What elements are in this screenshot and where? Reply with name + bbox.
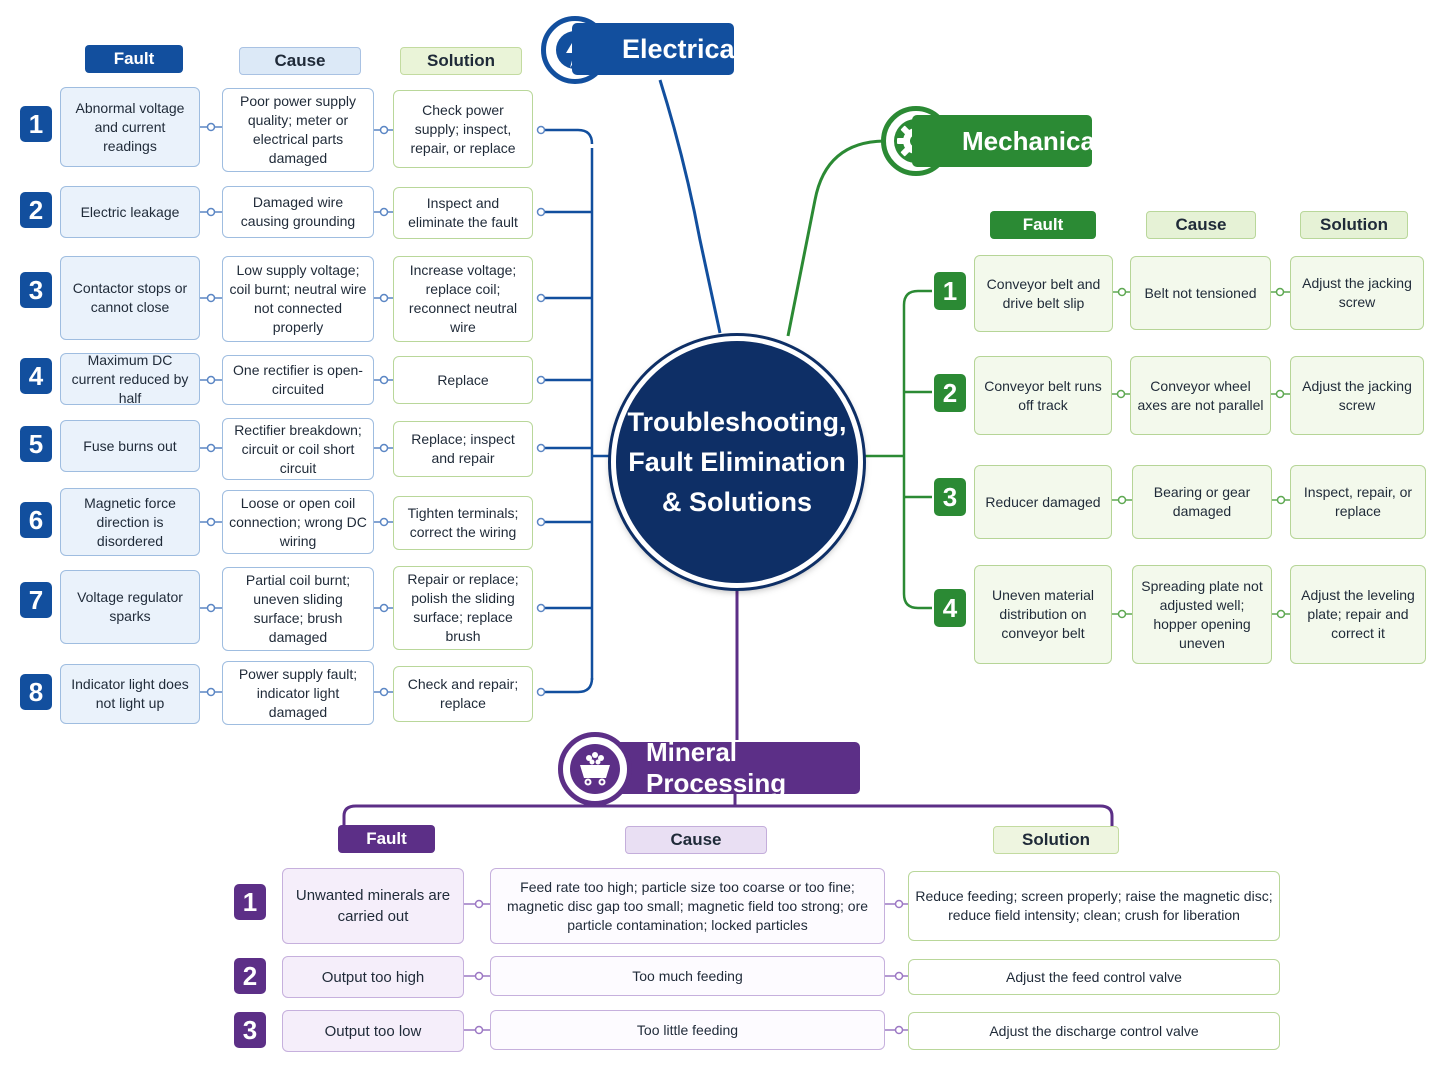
electrical-fault: Electric leakage (60, 186, 200, 238)
mineral-row-number: 1 (234, 884, 266, 920)
mine-cart-icon (570, 744, 620, 794)
mechanical-header-cause: Cause (1146, 211, 1256, 239)
mineral-cause: Feed rate too high; particle size too co… (490, 868, 885, 944)
mineral-fault: Output too low (282, 1010, 464, 1052)
electrical-row-number: 2 (20, 192, 52, 228)
electrical-solution: Check power supply; inspect, repair, or … (393, 90, 533, 168)
electrical-cause: Poor power supply quality; meter or elec… (222, 88, 374, 172)
mechanical-title: Mechanical (912, 115, 1102, 167)
mechanical-solution: Adjust the jacking screw (1290, 256, 1424, 330)
mechanical-cause: Belt not tensioned (1130, 256, 1271, 330)
electrical-cause: Low supply voltage; coil burnt; neutral … (222, 256, 374, 342)
mechanical-solution: Inspect, repair, or replace (1290, 465, 1426, 539)
mechanical-row-number: 4 (934, 589, 966, 627)
mechanical-fault: Conveyor belt runs off track (974, 356, 1112, 435)
electrical-fault: Abnormal voltage and current readings (60, 87, 200, 167)
electrical-solution: Repair or replace; polish the sliding su… (393, 566, 533, 650)
electrical-cause: Loose or open coil connection; wrong DC … (222, 490, 374, 554)
mineral-row-number: 3 (234, 1012, 266, 1048)
electrical-row-number: 6 (20, 502, 52, 538)
mineral-processing-title: Mineral Processing (590, 737, 860, 798)
mineral-processing-badge (558, 732, 632, 806)
electrical-header-cause: Cause (239, 47, 361, 75)
mechanical-row-number: 1 (934, 272, 966, 310)
mechanical-header-solution: Solution (1300, 211, 1408, 239)
mechanical-fault: Conveyor belt and drive belt slip (974, 255, 1113, 332)
mechanical-cause: Spreading plate not adjusted well; hoppe… (1132, 565, 1272, 664)
electrical-title: Electrical (572, 23, 742, 75)
electrical-cause: Rectifier breakdown; circuit or coil sho… (222, 418, 374, 480)
mineral-header-fault: Fault (338, 825, 435, 853)
electrical-solution: Replace; inspect and repair (393, 421, 533, 477)
electrical-cause: Partial coil burnt; uneven sliding surfa… (222, 567, 374, 651)
electrical-fault: Indicator light does not light up (60, 664, 200, 724)
electrical-row-number: 1 (20, 106, 52, 142)
electrical-row-number: 3 (20, 272, 52, 308)
center-topic: Troubleshooting, Fault Elimination & Sol… (611, 336, 863, 588)
mineral-header-cause: Cause (625, 826, 767, 854)
mineral-row-number: 2 (234, 958, 266, 994)
mechanical-header-fault: Fault (990, 211, 1096, 239)
mineral-cause: Too little feeding (490, 1010, 885, 1050)
mineral-fault: Output too high (282, 956, 464, 998)
mineral-solution: Adjust the discharge control valve (908, 1012, 1280, 1050)
electrical-solution: Replace (393, 356, 533, 404)
electrical-row-number: 7 (20, 582, 52, 618)
mineral-cause: Too much feeding (490, 956, 885, 996)
electrical-fault: Contactor stops or cannot close (60, 256, 200, 340)
electrical-header-fault: Fault (85, 45, 183, 73)
mechanical-fault: Uneven material distribution on conveyor… (974, 565, 1112, 664)
mechanical-row-number: 2 (934, 374, 966, 412)
electrical-fault: Voltage regulator sparks (60, 570, 200, 644)
electrical-cause: Damaged wire causing grounding (222, 186, 374, 238)
electrical-solution: Inspect and eliminate the fault (393, 187, 533, 239)
electrical-solution: Tighten terminals; correct the wiring (393, 496, 533, 550)
mechanical-solution: Adjust the jacking screw (1290, 356, 1424, 435)
mechanical-cause: Conveyor wheel axes are not parallel (1130, 356, 1271, 435)
electrical-row-number: 4 (20, 358, 52, 394)
electrical-cause: Power supply fault; indicator light dama… (222, 661, 374, 725)
mechanical-cause: Bearing or gear damaged (1132, 465, 1272, 539)
center-title: Troubleshooting, Fault Elimination & Sol… (627, 407, 847, 517)
electrical-row-number: 5 (20, 426, 52, 462)
electrical-header-solution: Solution (400, 47, 522, 75)
electrical-solution: Check and repair; replace (393, 666, 533, 722)
mineral-solution: Reduce feeding; screen properly; raise t… (908, 871, 1280, 941)
mineral-solution: Adjust the feed control valve (908, 959, 1280, 995)
electrical-fault: Fuse burns out (60, 420, 200, 472)
mechanical-row-number: 3 (934, 478, 966, 516)
electrical-fault: Magnetic force direction is disordered (60, 488, 200, 556)
electrical-cause: One rectifier is open-circuited (222, 355, 374, 405)
mechanical-solution: Adjust the leveling plate; repair and co… (1290, 565, 1426, 664)
electrical-solution: Increase voltage; replace coil; reconnec… (393, 256, 533, 342)
mineral-fault: Unwanted minerals are carried out (282, 868, 464, 944)
electrical-fault: Maximum DC current reduced by half (60, 352, 200, 406)
mechanical-fault: Reducer damaged (974, 465, 1112, 539)
electrical-row-number: 8 (20, 674, 52, 710)
mineral-header-solution: Solution (993, 826, 1119, 854)
